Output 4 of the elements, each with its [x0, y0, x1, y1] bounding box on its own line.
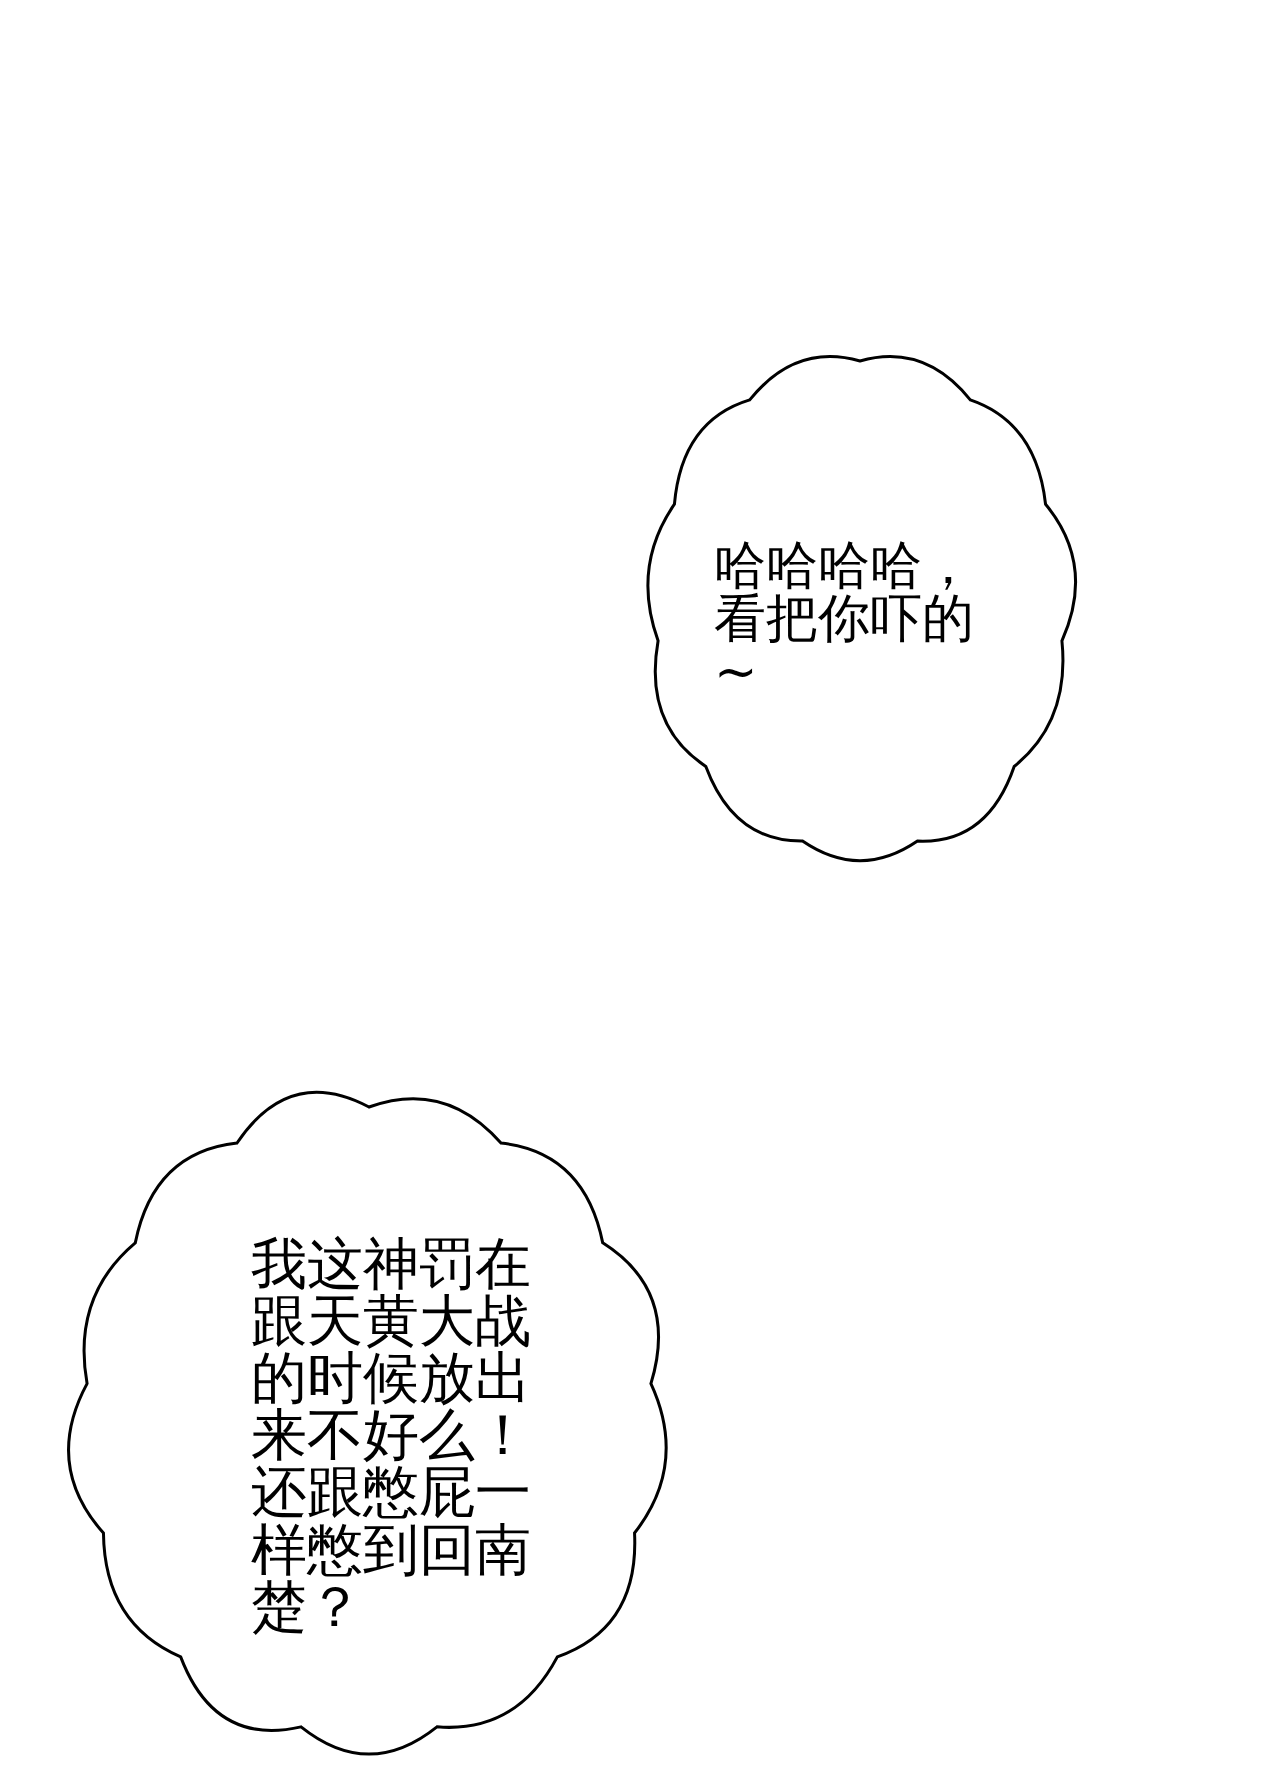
speech-bubble [646, 355, 1078, 863]
speech-bubble [67, 1090, 668, 1756]
dialogue-text: 哈哈哈哈，看把你吓的~ [714, 539, 975, 699]
dialogue-text: 我这神罚在跟天黄大战的时候放出来不好么！还跟憋屁一样憋到回南楚？ [251, 1235, 532, 1635]
